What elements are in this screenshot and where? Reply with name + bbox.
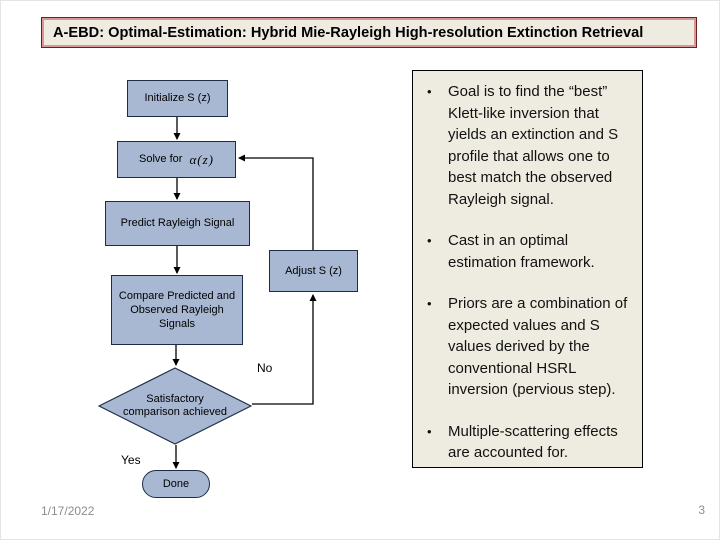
flow-node-decision-label: Satisfactory comparison achieved	[123, 393, 227, 418]
flow-node-solve-math: α(z)	[189, 152, 214, 167]
flow-node-done: Done	[142, 470, 210, 498]
notes-bullet-3: Priors are a combination of expected val…	[413, 293, 634, 401]
edge-label-yes: Yes	[121, 453, 141, 467]
flow-node-compare: Compare Predicted and Observed Rayleigh …	[111, 275, 243, 345]
notes-panel: Goal is to find the “best” Klett-like in…	[412, 70, 643, 468]
footer-page-number: 3	[698, 503, 705, 517]
flow-node-decision: Satisfactory comparison achieved	[98, 367, 252, 445]
notes-bullet-2: Cast in an optimal estimation framework.	[413, 230, 634, 273]
footer-date: 1/17/2022	[41, 504, 95, 518]
notes-bullet-list: Goal is to find the “best” Klett-like in…	[413, 71, 642, 464]
flow-node-adjust: Adjust S (z)	[269, 250, 358, 292]
slide-title: A-EBD: Optimal-Estimation: Hybrid Mie-Ra…	[53, 24, 644, 41]
notes-bullet-1: Goal is to find the “best” Klett-like in…	[413, 81, 634, 210]
flow-node-predict: Predict Rayleigh Signal	[105, 201, 250, 246]
notes-bullet-4: Multiple-scattering effects are accounte…	[413, 421, 634, 464]
decision-diamond-shape	[98, 367, 252, 445]
flow-node-initialize: Initialize S (z)	[127, 80, 228, 117]
edge-label-no: No	[257, 361, 273, 375]
slide-title-box: A-EBD: Optimal-Estimation: Hybrid Mie-Ra…	[41, 17, 697, 48]
flow-node-solve: Solve for α(z)	[117, 141, 236, 178]
flow-node-solve-text: Solve for	[139, 153, 183, 165]
